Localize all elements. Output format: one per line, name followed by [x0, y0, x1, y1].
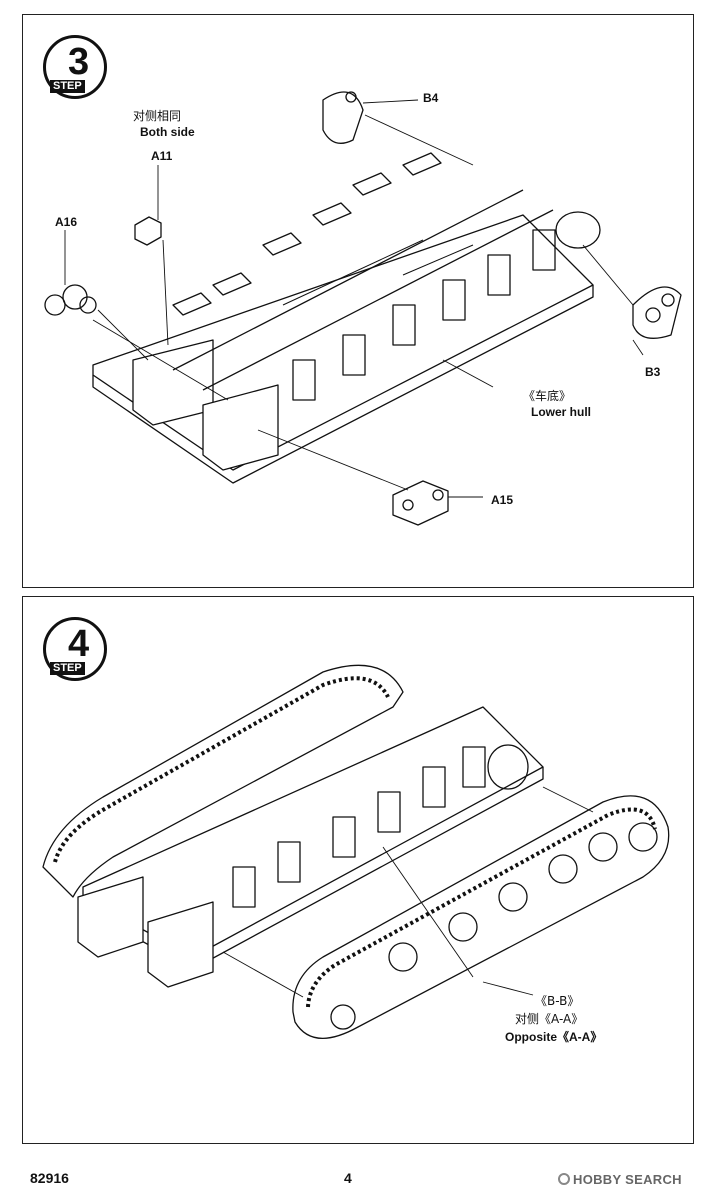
step-4-panel: 4 STEP: [22, 596, 694, 1144]
part-a11-drawing: [134, 216, 162, 246]
sprocket-housing: [487, 744, 529, 790]
step-4-badge: 4 STEP: [43, 617, 107, 681]
track-b-b: [292, 795, 670, 1040]
step-4-leaders: [222, 786, 594, 998]
upper-suspension-arms: [172, 152, 442, 316]
hull-front-block-right: [202, 384, 279, 471]
hull-front-block-right-step4: [147, 901, 214, 988]
part-b3-drawing: [632, 286, 682, 339]
hull-front-block-left: [132, 339, 214, 426]
step-3-drawing: [44, 91, 682, 526]
hull-front-block-left-step4: [77, 876, 144, 958]
step-3-badge: 3 STEP: [43, 35, 107, 99]
step-3-panel: 3 STEP: [22, 14, 694, 588]
suspension-units-step4: [232, 746, 486, 908]
both-side-en-label: Both side: [140, 125, 195, 139]
page-number: 4: [344, 1170, 352, 1186]
part-b4-drawing: [322, 91, 364, 144]
opposite-cn-label: 对侧《A-A》: [515, 1012, 584, 1026]
watermark-text: HOBBY SEARCH: [573, 1172, 682, 1187]
opposite-en-label: Opposite《A-A》: [505, 1030, 603, 1044]
track-bb-label: 《B-B》: [535, 994, 580, 1008]
step-4-word: STEP: [50, 662, 85, 675]
part-a15-label: A15: [491, 493, 514, 507]
step-3-leaders: [64, 99, 644, 498]
part-a16-drawing: [44, 284, 97, 316]
lower-suspension-springs: [292, 229, 556, 401]
part-a11-label: A11: [151, 149, 173, 163]
part-a15-drawing: [392, 480, 449, 526]
rear-housing: [555, 211, 601, 249]
step-4-number: 4: [68, 623, 90, 665]
hobby-search-logo-icon: [558, 1173, 570, 1185]
step-4-drawing: [42, 664, 670, 1040]
step-3-word: STEP: [50, 80, 85, 93]
part-a16-label: A16: [55, 215, 78, 229]
lower-hull-cn-label: 《车底》: [523, 389, 572, 403]
part-b3-label: B3: [645, 365, 661, 379]
kit-number: 82916: [30, 1170, 69, 1186]
lower-hull-en-label: Lower hull: [531, 405, 591, 419]
step-3-number: 3: [68, 41, 90, 83]
hobby-search-watermark: HOBBY SEARCH: [558, 1172, 682, 1187]
both-side-cn-label: 对侧相同: [133, 109, 182, 123]
far-side-track: [42, 664, 404, 898]
part-b4-label: B4: [423, 91, 439, 105]
